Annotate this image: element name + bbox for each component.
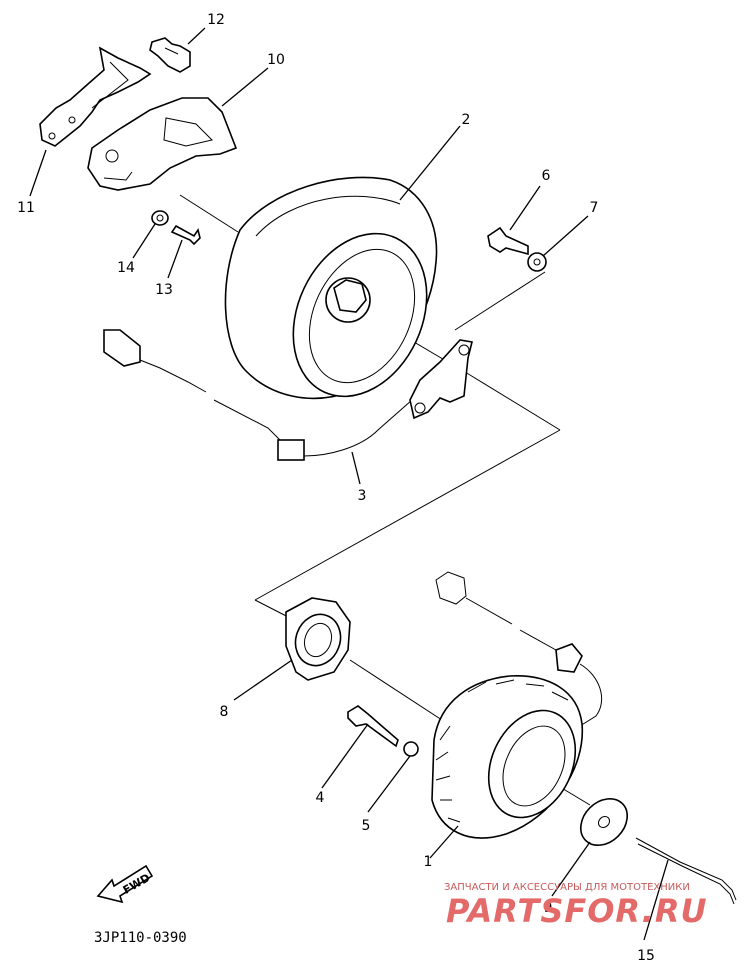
callout-2: 2 [462, 112, 471, 128]
part-10-cover [87, 97, 238, 191]
callout-3: 3 [358, 488, 367, 504]
callout-12: 12 [207, 12, 225, 28]
part-11-bracket [39, 46, 152, 147]
callout-8: 8 [220, 704, 229, 720]
leader-lines [29, 27, 669, 941]
callout-7: 7 [590, 200, 599, 216]
callout-6: 6 [542, 168, 551, 184]
callout-15: 15 [637, 948, 655, 964]
callout-1: 1 [424, 854, 433, 870]
callout-11: 11 [17, 200, 35, 216]
fwd-arrow: FWD [96, 864, 154, 904]
part-12-cap [149, 37, 191, 73]
callout-5: 5 [362, 818, 371, 834]
part-13-screw [170, 224, 201, 246]
part-15-clamp [635, 837, 737, 905]
part-2-rotor [224, 176, 438, 400]
callout-13: 13 [155, 282, 173, 298]
part-8-seal [285, 597, 351, 681]
part-3-pickup-coil [103, 329, 473, 461]
callout-14: 14 [117, 260, 135, 276]
callout-9: 9 [544, 900, 553, 916]
callout-4: 4 [316, 790, 325, 806]
part-14-washer [151, 210, 169, 226]
callouts: 12 10 2 6 7 11 14 13 3 8 4 5 1 9 15 [17, 12, 655, 964]
part-5-nut [403, 741, 419, 757]
part-1-stator [431, 571, 603, 839]
diagram-code: 3JP110-0390 [94, 930, 187, 946]
watermark-tagline: ЗАПЧАСТИ И АКСЕССУАРЫ ДЛЯ МОТОТЕХНИКИ [444, 882, 690, 893]
part-4-bolt [347, 705, 399, 748]
watermark-logo-text: PARTSFOR.RU [446, 892, 707, 930]
watermark: ЗАПЧАСТИ И АКСЕССУАРЫ ДЛЯ МОТОТЕХНИКИ PA… [444, 882, 707, 930]
part-7-washer [527, 252, 547, 272]
part-9-washer [580, 798, 628, 846]
part-6-bolt [487, 226, 529, 256]
callout-10: 10 [267, 52, 285, 68]
